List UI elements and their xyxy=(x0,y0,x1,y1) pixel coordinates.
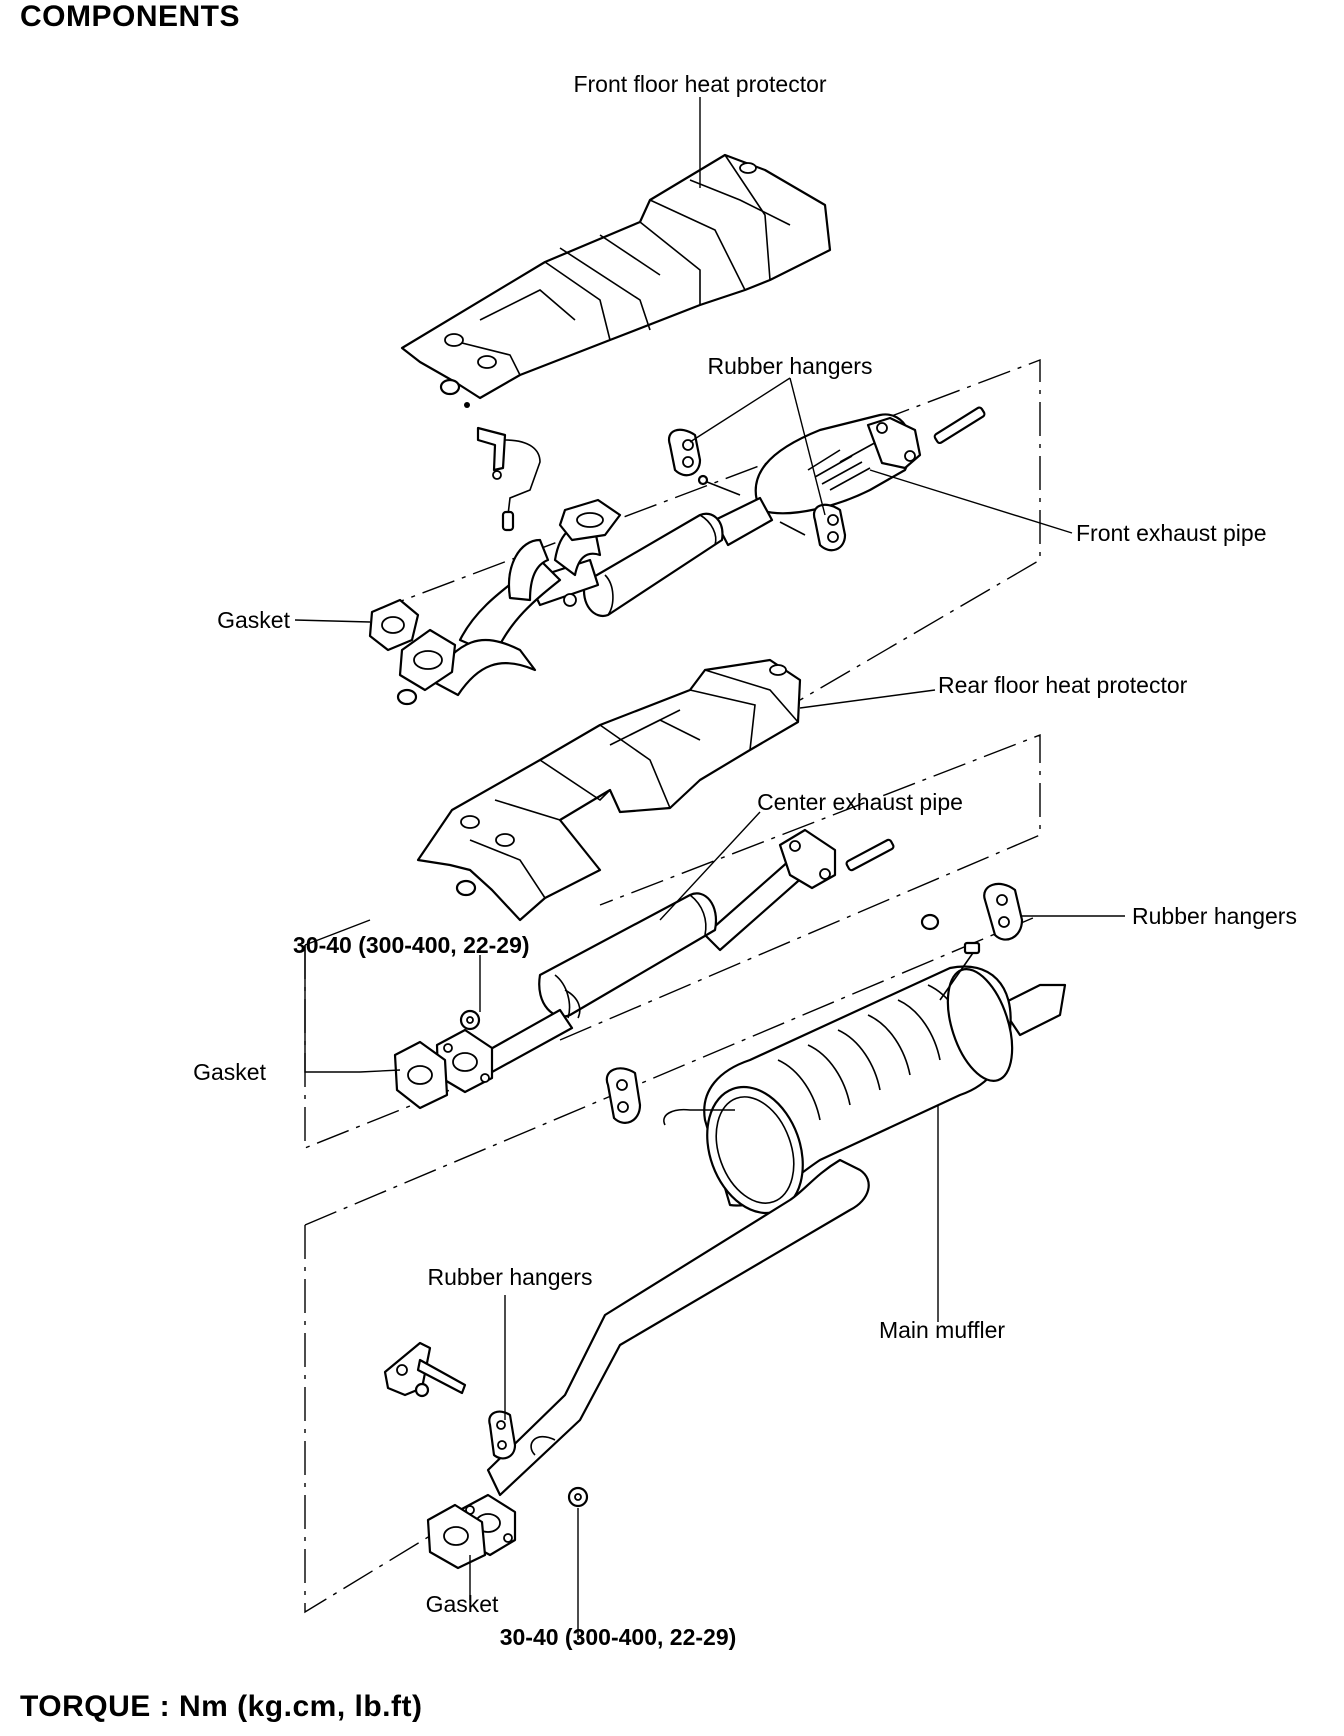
rubber-hanger-right xyxy=(983,882,1024,941)
assembly-outline-front xyxy=(371,358,1041,701)
nut-rear-protector xyxy=(455,879,477,897)
oxygen-sensor-bracket xyxy=(476,426,541,532)
gasket-center xyxy=(393,1040,449,1110)
nut-center-exhaust xyxy=(459,1009,481,1031)
nut-rear-exhaust xyxy=(567,1486,589,1508)
label-torque-rear: 30-40 (300-400, 22-29) xyxy=(500,1624,737,1650)
assembly-outline-rear xyxy=(304,914,1041,1614)
main-muffler xyxy=(663,941,1067,1215)
label-rear-floor-heat-protector: Rear floor heat protector xyxy=(938,672,1188,698)
label-gasket-center: Gasket xyxy=(193,1059,266,1085)
rubber-hanger-bottom xyxy=(488,1410,517,1460)
gasket-front xyxy=(368,598,420,652)
page-title: COMPONENTS xyxy=(20,0,241,33)
label-center-exhaust-pipe: Center exhaust pipe xyxy=(757,789,963,815)
label-gasket-rear: Gasket xyxy=(426,1591,499,1617)
rear-floor-heat-protector xyxy=(416,658,802,922)
gasket-rear xyxy=(426,1503,487,1570)
label-gasket-front: Gasket xyxy=(217,607,290,633)
torque-units-note: TORQUE : Nm (kg.cm, lb.ft) xyxy=(20,1690,423,1723)
leader-lines xyxy=(294,97,1125,1640)
label-torque-center: 30-40 (300-400, 22-29) xyxy=(293,932,530,958)
bolt-front-exhaust xyxy=(933,406,986,445)
muffler-inlet-pipe xyxy=(458,1158,870,1557)
nut-front-exhaust xyxy=(396,688,418,706)
bolt-center-exhaust xyxy=(845,838,895,872)
label-rubber-hangers-bottom: Rubber hangers xyxy=(428,1264,593,1290)
rubber-hanger-muffler-left xyxy=(605,1067,642,1124)
label-main-muffler: Main muffler xyxy=(879,1317,1005,1343)
front-floor-heat-protector xyxy=(400,153,832,400)
nut-muffler xyxy=(920,913,940,931)
front-exhaust-pipe xyxy=(398,413,922,697)
nut-front-protector xyxy=(439,378,470,408)
label-front-floor-heat-protector: Front floor heat protector xyxy=(573,71,826,97)
rubber-hanger-top-right xyxy=(779,503,847,552)
bracket-bottom xyxy=(383,1341,467,1398)
rubber-hanger-top-left xyxy=(667,428,741,496)
label-rubber-hangers-right: Rubber hangers xyxy=(1132,903,1297,929)
label-rubber-hangers-top: Rubber hangers xyxy=(708,353,873,379)
label-front-exhaust-pipe: Front exhaust pipe xyxy=(1076,520,1267,546)
